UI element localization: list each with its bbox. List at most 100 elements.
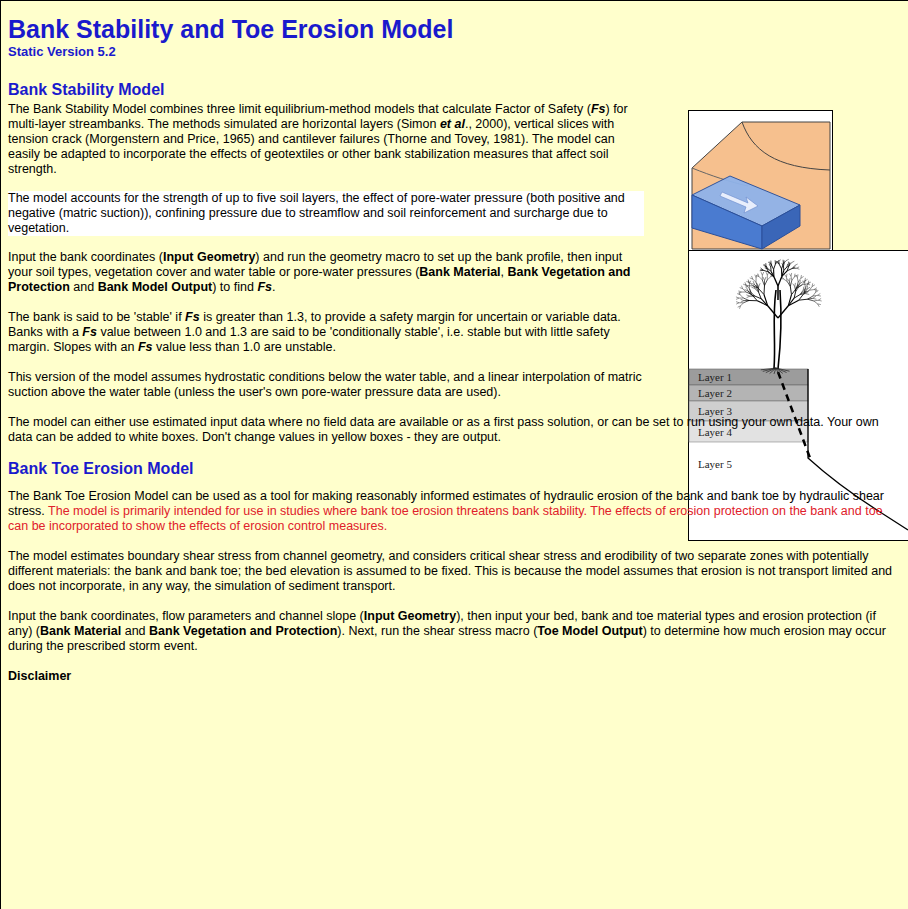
tree-branch: [799, 285, 802, 287]
body-text: The model is primarily intended for use …: [8, 504, 883, 533]
layer-label: Layer 2: [698, 387, 732, 399]
tree-branch: [807, 299, 813, 301]
tree-branch: [748, 279, 749, 282]
tree-branch: [792, 268, 796, 269]
tree-branch: [746, 295, 749, 296]
tree-roots: [761, 368, 790, 374]
tree-branch: [741, 303, 744, 306]
soil-layer: Layer 1: [696, 371, 734, 384]
tree-branch: [786, 259, 789, 260]
tree-branch: [787, 281, 790, 286]
body-text: ,: [501, 265, 508, 279]
bank-block-picture: [689, 111, 833, 251]
tree-branch: [771, 265, 773, 270]
tree-branch: [770, 264, 772, 267]
body-text: and: [121, 624, 149, 638]
tree-branch: [795, 264, 798, 265]
body-text: Bank Vegetation and Protection: [149, 624, 337, 638]
tree-branch: [751, 292, 755, 296]
tree-branch: [783, 260, 784, 264]
tree-branch: [775, 261, 777, 264]
tree-branch: [770, 262, 772, 265]
paragraph: The bank is said to be 'stable' if Fs is…: [8, 310, 648, 355]
body-text: and: [70, 280, 98, 294]
tree-branch: [816, 291, 819, 293]
tree-branch: [785, 274, 787, 277]
tree-branch: [749, 300, 757, 301]
tree-branch: [757, 283, 759, 286]
tree-branch: [755, 286, 757, 288]
body-text: et al: [440, 117, 465, 131]
tree-branch: [796, 268, 799, 269]
tree-branch: [744, 300, 749, 301]
tree-branch: [788, 262, 789, 266]
tree-branch: [766, 266, 768, 269]
tree-branch: [778, 260, 779, 264]
paragraph: Disclaimer: [8, 669, 903, 684]
tree-branch: [761, 272, 762, 275]
layer-label: Layer 1: [698, 371, 732, 383]
body-text: .: [272, 280, 275, 294]
tree-branch: [782, 270, 784, 276]
body-text: Bank Material: [419, 265, 500, 279]
tree-branch: [736, 297, 739, 298]
tree-crown: [736, 259, 822, 318]
text-column: Bank Stability and Toe Erosion ModelStat…: [8, 0, 903, 684]
tree-branch: [753, 285, 755, 288]
tree-branch: [739, 302, 743, 303]
tree-branch: [762, 272, 763, 275]
tree-branch: [767, 272, 768, 275]
tree-branch: [814, 301, 818, 304]
body-text: Toe Model Output: [537, 624, 642, 638]
tree-branch: [789, 263, 792, 266]
body-text: Disclaimer: [8, 669, 71, 683]
tree-branch: [778, 306, 788, 318]
tree-branch: [800, 292, 804, 294]
tree-branch: [747, 296, 750, 298]
tree-branch: [807, 296, 812, 299]
tree-branch: [761, 268, 764, 270]
tree-branch: [759, 283, 760, 287]
tree-branch: [801, 276, 804, 278]
tree-branch: [765, 277, 766, 281]
tree-root: [770, 368, 776, 374]
tree-branch: [755, 289, 759, 293]
tree-branch: [782, 276, 784, 279]
body-text: ). Next, run the shear stress macro (: [337, 624, 537, 638]
tree-branch: [818, 298, 821, 300]
body-text: ) to find: [212, 280, 257, 294]
tree-branch: [763, 277, 765, 280]
tree-branch: [796, 275, 798, 278]
paragraph: The model estimates boundary shear stres…: [8, 549, 903, 594]
tree-branch: [802, 284, 807, 286]
tree-branch: [818, 295, 821, 297]
tree-branch: [813, 295, 818, 297]
tree-branch: [792, 277, 795, 281]
body-text: The model accounts for the strength of u…: [8, 191, 625, 235]
tree-branch: [794, 287, 796, 292]
tree-branch: [757, 288, 759, 292]
body-text: value less than 1.0 are unstable.: [153, 340, 336, 354]
section-heading: Bank Toe Erosion Model: [8, 460, 194, 477]
tree-branch: [796, 285, 798, 288]
tree-branch: [742, 291, 746, 292]
tree-branch: [793, 284, 795, 287]
tree-branch: [755, 278, 756, 283]
paragraph: Bank Stability Model: [8, 80, 648, 100]
tree-branch: [762, 275, 763, 280]
tree-branch: [795, 287, 797, 291]
tree-branch: [779, 264, 781, 269]
tree-branch: [803, 281, 805, 284]
tree-branch: [818, 300, 821, 302]
tree-root: [774, 368, 776, 374]
tree-branch: [782, 271, 787, 277]
tree-branch: [775, 260, 776, 264]
tree-branch: [783, 263, 785, 266]
tree-branch: [744, 300, 750, 302]
layer-label: Layer 5: [698, 458, 732, 470]
body-text: This version of the model assumes hydros…: [8, 370, 642, 399]
tree-branch: [814, 288, 817, 290]
tree-branch: [778, 260, 781, 261]
tree-branch: [751, 295, 755, 296]
tree-branch: [792, 261, 795, 262]
